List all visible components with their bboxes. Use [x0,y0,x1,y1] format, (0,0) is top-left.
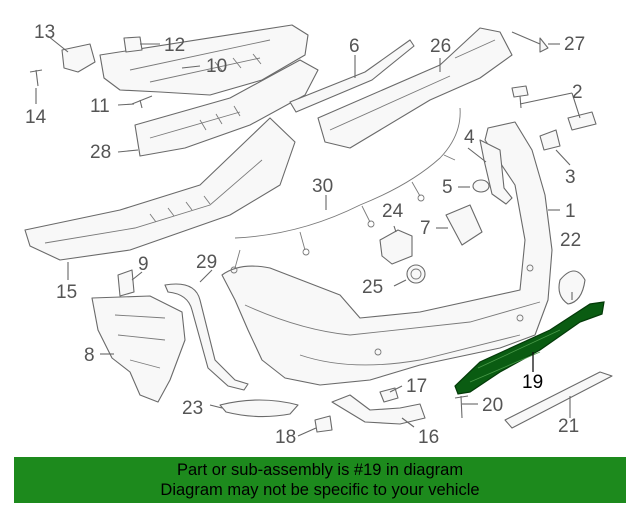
callout-2: 2 [572,82,583,103]
callout-13: 13 [34,22,55,43]
callout-15: 15 [56,282,77,303]
callout-4: 4 [464,127,475,148]
callout-27: 27 [564,34,585,55]
part-10-bracket [99,24,309,96]
part-30-harness [230,107,461,274]
callout-1: 1 [565,201,576,222]
callout-24: 24 [382,201,404,222]
part-15-diffuser [24,117,296,261]
banner-line-2: Diagram may not be specific to your vehi… [160,481,480,499]
callout-8: 8 [84,345,95,366]
callout-9: 9 [138,254,149,275]
callout-17: 17 [406,376,427,397]
callout-6: 6 [349,36,360,57]
callout-14: 14 [25,107,47,128]
callout-20: 20 [482,395,503,416]
callout-22: 22 [560,230,581,251]
callout-10: 10 [206,56,227,77]
part-19-highlighted [454,301,605,395]
leader-lines [35,35,581,437]
callout-29: 29 [196,252,217,273]
small-parts [29,31,613,433]
callout-11: 11 [90,96,110,117]
callout-16: 16 [418,427,439,448]
part-26-beam [317,27,513,149]
callout-30: 30 [312,176,333,197]
callout-5: 5 [442,177,453,198]
banner-line-1: Part or sub-assembly is #19 in diagram [176,461,464,479]
callout-21: 21 [558,416,579,437]
part-8-bracket [91,295,186,403]
callout-numbers: 13 12 14 10 11 28 6 26 27 2 3 4 5 1 7 24… [25,22,585,448]
callout-3: 3 [565,167,576,188]
part-28-absorber [134,59,319,157]
callout-25: 25 [362,277,383,298]
callout-23: 23 [182,398,203,419]
part-6-bracket [289,39,415,113]
callout-28: 28 [90,142,111,163]
callout-19-highlighted: 19 [522,372,543,393]
info-banner: Part or sub-assembly is #19 in diagram D… [14,457,626,503]
parts-diagram: 13 12 14 10 11 28 6 26 27 2 3 4 5 1 7 24… [24,22,613,448]
callout-7: 7 [420,218,431,239]
callout-12: 12 [164,35,185,56]
part-29-trim [164,283,249,391]
callout-26: 26 [430,36,451,57]
callout-18: 18 [275,427,296,448]
